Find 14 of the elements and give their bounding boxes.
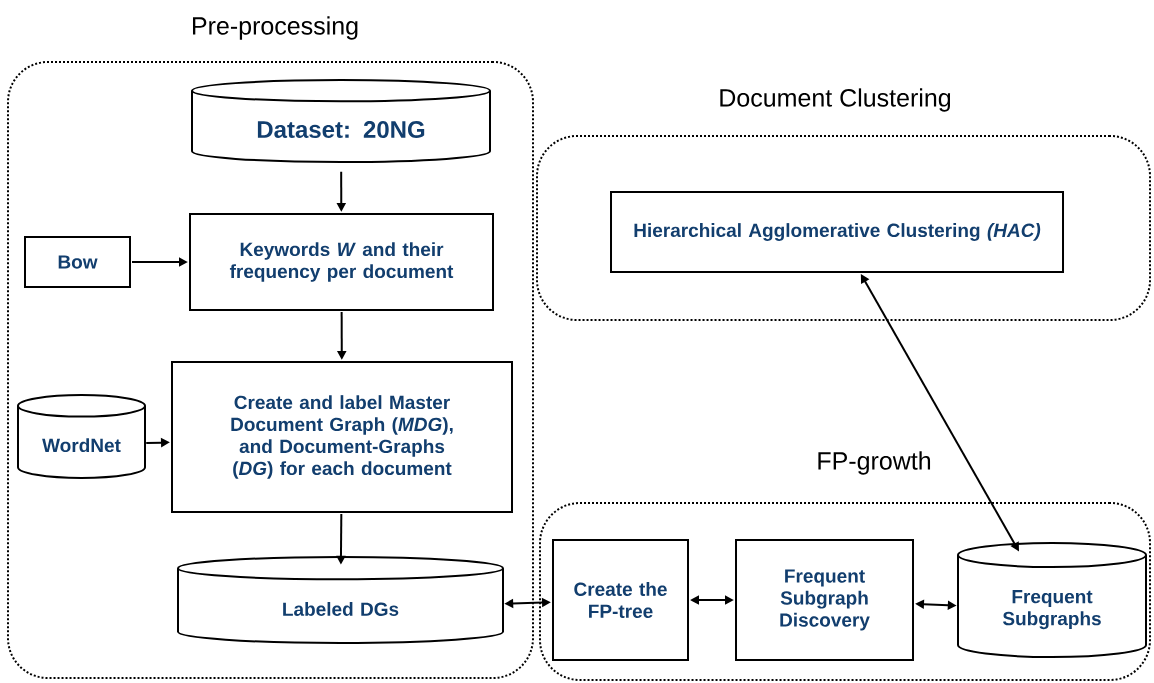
database-cylinder: Dataset: 20NG — [191, 79, 491, 163]
database-cylinder: Frequent Subgraphs — [957, 542, 1147, 658]
process-box: Keywords W and their frequency per document — [189, 213, 494, 311]
node-label: Frequent Subgraphs — [1002, 590, 1101, 630]
database-cylinder: WordNet — [17, 394, 146, 479]
process-box: Frequent Subgraph Discovery — [735, 539, 914, 661]
process-box: Hierarchical Agglomerative Clustering (HAC) — [610, 191, 1064, 273]
database-cylinder: Labeled DGs — [177, 556, 504, 644]
group-title: Document Clustering — [720, 88, 951, 112]
process-box: Create and label Master Document Graph (MDG), and Document-Graphs (DG) for each document — [171, 361, 513, 513]
process-box: Create the FP-tree — [552, 539, 689, 661]
process-box: Bow — [24, 236, 131, 288]
group-title: FP-growth — [818, 451, 931, 475]
group-title: Pre-processing — [193, 16, 358, 40]
